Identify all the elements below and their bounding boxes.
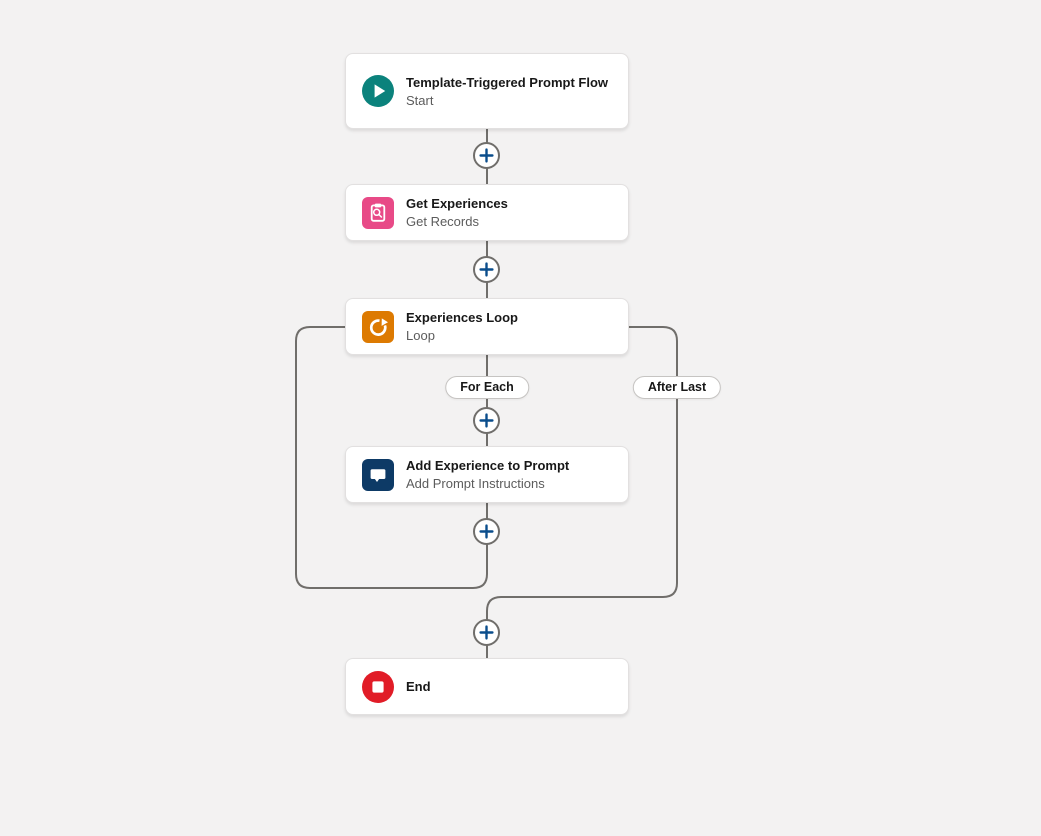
- flow-node-experiences-loop[interactable]: Experiences Loop Loop: [345, 298, 629, 355]
- node-title: Experiences Loop: [406, 310, 518, 325]
- node-subtitle: Get Records: [406, 214, 479, 229]
- node-title: End: [406, 679, 431, 694]
- node-subtitle: Start: [406, 92, 434, 108]
- add-element-button-1[interactable]: [473, 142, 500, 169]
- node-text-block: Experiences Loop Loop: [406, 309, 618, 344]
- plus-icon: [479, 524, 494, 539]
- node-subtitle: Loop: [406, 328, 435, 343]
- add-element-button-2[interactable]: [473, 256, 500, 283]
- add-element-button-4[interactable]: [473, 518, 500, 545]
- plus-icon: [479, 413, 494, 428]
- flow-node-end[interactable]: End: [345, 658, 629, 715]
- node-text-block: Get Experiences Get Records: [406, 195, 618, 230]
- node-text-block: Add Experience to Prompt Add Prompt Inst…: [406, 457, 618, 492]
- node-title: Template-Triggered Prompt Flow: [406, 74, 609, 90]
- node-text-block: Template-Triggered Prompt Flow Start: [406, 74, 618, 109]
- prompt-instructions-icon: [362, 458, 394, 491]
- branch-label-for-each: For Each: [445, 376, 529, 399]
- record-lookup-icon: [362, 196, 394, 229]
- stop-icon: [362, 670, 394, 703]
- node-title: Add Experience to Prompt: [406, 458, 570, 473]
- node-subtitle: Add Prompt Instructions: [406, 476, 545, 491]
- add-element-button-3[interactable]: [473, 407, 500, 434]
- add-element-button-5[interactable]: [473, 619, 500, 646]
- flow-node-add-experience-to-prompt[interactable]: Add Experience to Prompt Add Prompt Inst…: [345, 446, 629, 503]
- flow-node-start[interactable]: Template-Triggered Prompt Flow Start: [345, 53, 629, 129]
- node-text-block: End: [406, 678, 618, 695]
- plus-icon: [479, 625, 494, 640]
- loop-icon: [362, 310, 394, 343]
- connector-loop-back: [295, 326, 488, 589]
- plus-icon: [479, 262, 494, 277]
- connector-after-last-branch: [486, 326, 678, 658]
- play-icon: [362, 75, 394, 107]
- branch-label-after-last: After Last: [632, 376, 722, 399]
- flow-node-get-experiences[interactable]: Get Experiences Get Records: [345, 184, 629, 241]
- node-title: Get Experiences: [406, 196, 508, 211]
- plus-icon: [479, 148, 494, 163]
